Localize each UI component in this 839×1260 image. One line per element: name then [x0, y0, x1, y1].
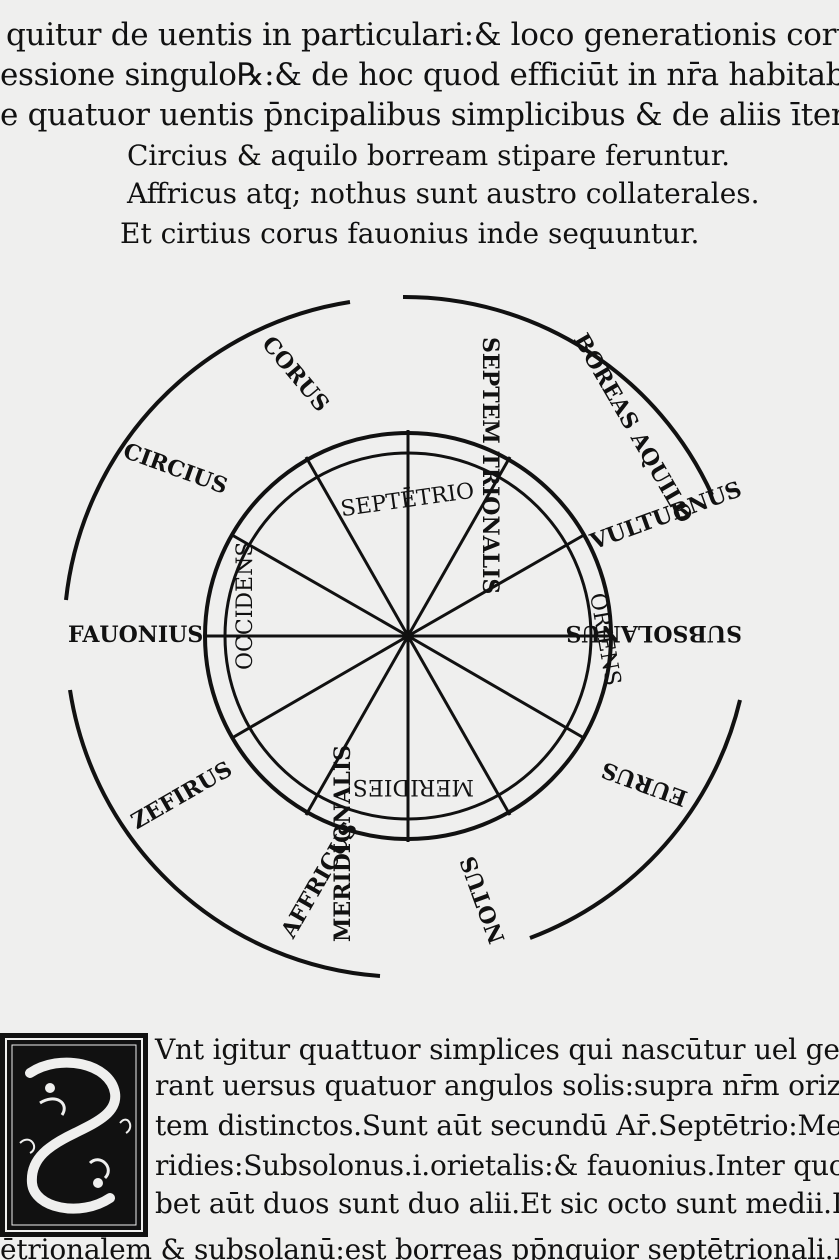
wind-corus: CORUS: [256, 331, 334, 417]
body-line-6: ētrionalem & subsolanū:est borreas pp̄nq…: [0, 1233, 839, 1260]
header-line-2: essione singulo℞:& de hoc quod efficiūt …: [0, 57, 839, 93]
label-occidens: OCCIDENS: [233, 542, 258, 670]
wind-notus: NOTUS: [455, 853, 510, 947]
wind-fauonius: FAUONIUS: [68, 622, 203, 648]
verse-line-1: Circius & aquilo borream stipare feruntu…: [127, 139, 731, 172]
header-line-1: quitur de uentis in particulari:& loco g…: [6, 17, 839, 53]
initial-ornament: S: [5, 1038, 143, 1232]
outer-circle: [64, 294, 742, 978]
header-line-3: e quatuor uentis p̄ncipalibus simplicibu…: [0, 97, 839, 133]
verse-line-3: Et cirtius corus fauonius inde sequuntur…: [120, 217, 700, 250]
verse-line-2: Affricus atq; nothus sunt austro collate…: [127, 177, 760, 210]
wind-eurus: EURUS: [598, 756, 691, 811]
decorated-initial: S: [0, 1033, 148, 1237]
body-line-4: ridies:Subsolonus.i.orietalis:& fauonius…: [155, 1149, 839, 1182]
spokes: [204, 430, 612, 842]
wind-meridionalis: MERIDIONALIS: [330, 745, 356, 942]
body-line-2: rant uersus quatuor angulos solis:supra …: [155, 1069, 839, 1102]
body-line-3: tem distinctos.Sunt aūt secundū Ar̄.Sept…: [155, 1109, 839, 1142]
wind-subsolanus: SUBSOLANUS: [566, 620, 742, 646]
body-line-5: bet aūt duos sunt duo alii.Et sic octo s…: [155, 1187, 839, 1220]
wind-rose-diagram: SEPTĒTRIO ORIENS MERIDIES OCCIDENS SEPTE…: [64, 294, 745, 978]
label-meridies: MERIDIES: [353, 774, 474, 799]
wind-zefirus: ZEFIRUS: [127, 756, 237, 835]
body-line-1: Vnt igitur quattuor simplices qui nascūt…: [155, 1033, 839, 1066]
wind-septemtrionalis: SEPTEM TRIONALIS: [477, 337, 503, 594]
wind-circius: CIRCIUS: [120, 438, 231, 500]
